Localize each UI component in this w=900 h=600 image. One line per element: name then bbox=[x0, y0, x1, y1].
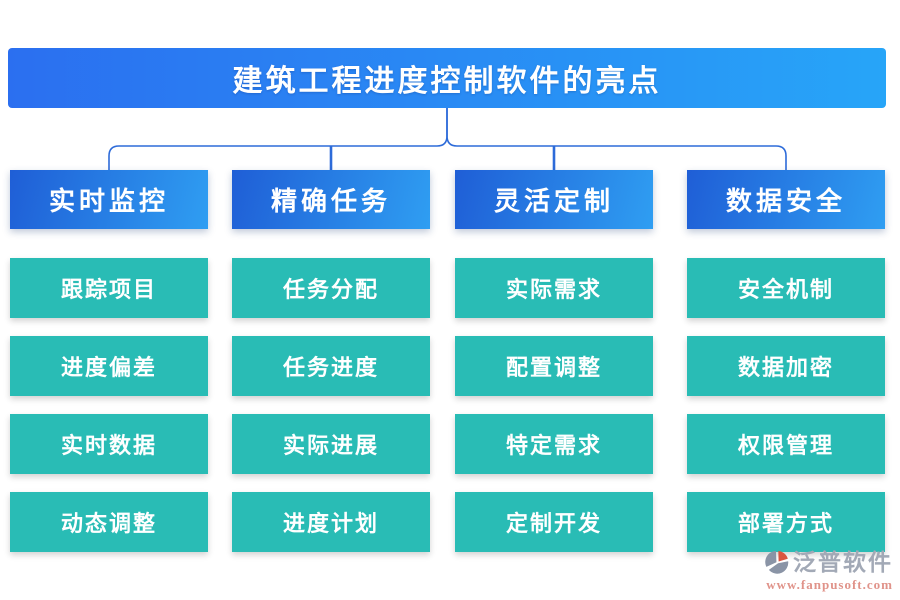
branch-3-node-4: 定制开发 bbox=[455, 492, 653, 552]
branch-3-header: 灵活定制 bbox=[455, 170, 653, 229]
branch-4: 数据安全 安全机制 数据加密 权限管理 部署方式 bbox=[687, 170, 885, 552]
branch-1: 实时监控 跟踪项目 进度偏差 实时数据 动态调整 bbox=[10, 170, 208, 552]
branch-2: 精确任务 任务分配 任务进度 实际进展 进度计划 bbox=[232, 170, 430, 552]
branch-2-header: 精确任务 bbox=[232, 170, 430, 229]
branch-4-node-2: 数据加密 bbox=[687, 336, 885, 396]
branch-1-node-4: 动态调整 bbox=[10, 492, 208, 552]
branch-1-node-1: 跟踪项目 bbox=[10, 258, 208, 318]
branch-4-node-4: 部署方式 bbox=[687, 492, 885, 552]
branch-1-node-3: 实时数据 bbox=[10, 414, 208, 474]
fanpu-logo-icon bbox=[765, 550, 789, 574]
brand-watermark: 泛普软件 www.fanpusoft.com bbox=[764, 549, 893, 593]
branch-1-header: 实时监控 bbox=[10, 170, 208, 229]
branch-3-node-3: 特定需求 bbox=[455, 414, 653, 474]
branch-3: 灵活定制 实际需求 配置调整 特定需求 定制开发 bbox=[455, 170, 653, 552]
branch-4-node-1: 安全机制 bbox=[687, 258, 885, 318]
diagram-title: 建筑工程进度控制软件的亮点 bbox=[232, 65, 662, 98]
branch-3-node-1: 实际需求 bbox=[455, 258, 653, 318]
branch-3-node-2: 配置调整 bbox=[455, 336, 653, 396]
branch-1-node-2: 进度偏差 bbox=[10, 336, 208, 396]
branch-2-node-1: 任务分配 bbox=[232, 258, 430, 318]
brand-name: 泛普软件 bbox=[793, 549, 893, 575]
branch-2-node-2: 任务进度 bbox=[232, 336, 430, 396]
branch-2-node-4: 进度计划 bbox=[232, 492, 430, 552]
branch-4-header: 数据安全 bbox=[687, 170, 885, 229]
brand-url: www.fanpusoft.com bbox=[766, 577, 893, 592]
branch-2-node-3: 实际进展 bbox=[232, 414, 430, 474]
diagram-title-banner: 建筑工程进度控制软件的亮点 bbox=[8, 48, 886, 108]
branch-4-node-3: 权限管理 bbox=[687, 414, 885, 474]
